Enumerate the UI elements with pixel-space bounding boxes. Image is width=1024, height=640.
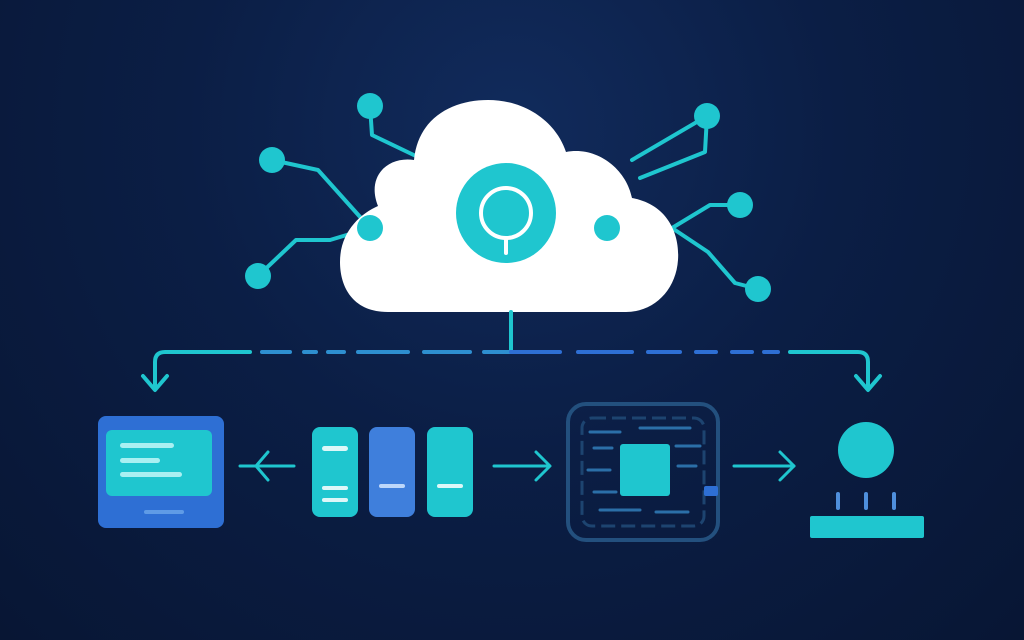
- network-link-top-right-2: [630, 114, 709, 162]
- network-nodes: [245, 93, 771, 302]
- cpu-chip-icon: [566, 402, 720, 542]
- network-node-dot: [745, 276, 771, 302]
- network-node-dot: [245, 263, 271, 289]
- arrowhead-down-right: [854, 374, 882, 392]
- cloud-icon: [340, 100, 679, 312]
- server-block: [427, 427, 473, 517]
- user-icon: [810, 422, 924, 538]
- network-link-mid-left: [270, 158, 372, 230]
- chip-core: [620, 444, 670, 496]
- arrow-to-user: [732, 450, 796, 482]
- monitor-panel-icon: [98, 416, 224, 528]
- server-block: [369, 427, 415, 517]
- server-block: [312, 427, 358, 517]
- network-node-dot: [594, 215, 620, 241]
- network-node-dot: [694, 103, 720, 129]
- arrowhead-down-left: [141, 374, 169, 392]
- arrow-to-monitor: [238, 450, 296, 482]
- network-node-dot: [259, 147, 285, 173]
- network-node-dot: [357, 93, 383, 119]
- network-node-dot: [727, 192, 753, 218]
- network-link-top-right: [638, 114, 709, 180]
- distribution-line: [141, 310, 882, 392]
- network-link-low-right: [670, 226, 760, 291]
- server-stack-icon: [312, 427, 473, 517]
- cloud-hub-icon: [456, 163, 556, 263]
- network-node-dot: [357, 215, 383, 241]
- arrow-to-processor: [492, 450, 552, 482]
